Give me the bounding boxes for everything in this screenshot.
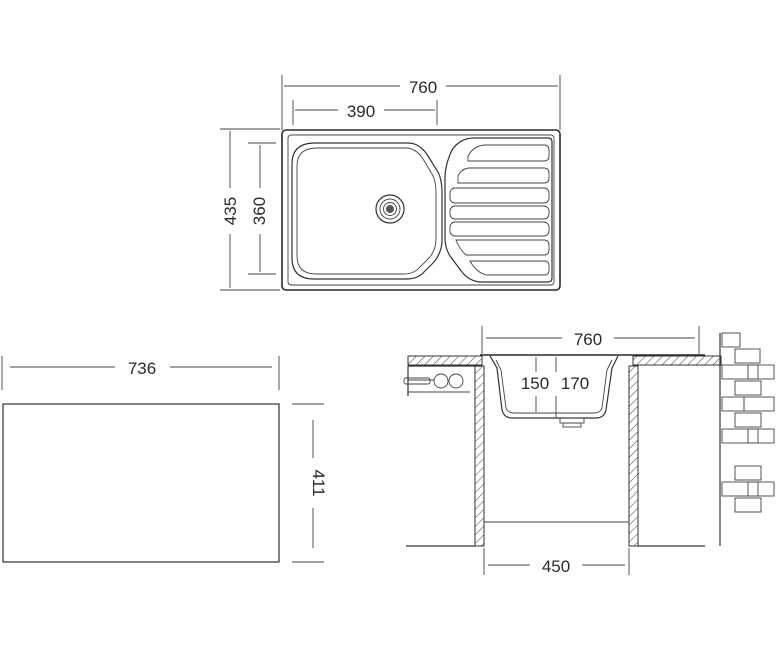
cabinet-width-label: 450 [542,557,570,576]
cutout-height-dimension: 411 [292,403,328,563]
depth-dimensions: 150 170 [521,357,589,418]
top-view: 760 390 435 360 [220,75,561,291]
depth-label-170: 170 [561,374,589,393]
cutout-height-label: 411 [309,469,328,496]
section-width-dimension: 760 [481,326,700,354]
top-height-label: 435 [221,197,240,225]
bowl-height-dimension: 360 [248,142,276,275]
drain-icon [375,194,405,224]
bowl-section [489,355,619,419]
cutout-rectangle [2,403,280,563]
cabinet-left-wall [474,365,485,547]
drainboard-grooves [449,144,550,276]
section-width-label: 760 [574,330,602,349]
bowl-inner-outline [296,147,437,275]
section-drain [559,417,585,428]
top-height-dimension: 435 [220,128,280,291]
cabinet-right-wall [628,365,639,547]
top-width-dimension: 760 [281,75,561,130]
sink-outer-rim [281,129,561,291]
bowl-height-label: 360 [250,197,269,225]
bowl-outline [291,142,443,280]
top-width-label: 760 [409,78,437,97]
brick-wall [719,332,775,546]
bowl-width-label: 390 [347,102,375,121]
back-panel-pipes [403,366,470,396]
cutout-width-dimension: 736 [1,356,280,390]
drainboard-outline [444,137,553,283]
cabinet-width-dimension: 450 [483,548,630,576]
cutout-width-label: 736 [128,359,156,378]
section-view: 760 150 170 [403,326,775,576]
depth-label-150: 150 [521,374,549,393]
bowl-width-dimension: 390 [292,100,438,125]
countertop-right [632,355,722,366]
cutout-view: 736 411 [1,356,328,563]
countertop-left [407,355,483,366]
sink-inner-rim [287,134,555,286]
